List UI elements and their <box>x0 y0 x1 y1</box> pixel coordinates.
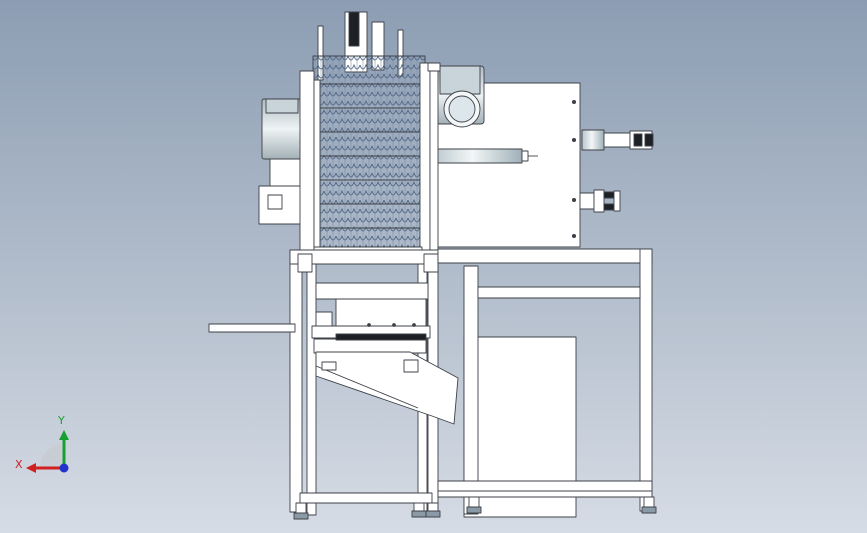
x-axis-label: X <box>15 458 23 471</box>
comb-stack <box>312 11 426 253</box>
extension-frame <box>437 248 653 515</box>
left-rod <box>208 323 296 333</box>
leveling-feet <box>293 496 657 520</box>
axis-triad <box>26 430 69 473</box>
guide-rod <box>431 148 523 164</box>
left-gearbox <box>258 98 304 225</box>
upper-actuator <box>581 129 654 151</box>
left-side-plate <box>299 70 321 256</box>
right-side-plate <box>419 62 441 256</box>
y-axis-label: Y <box>58 414 65 427</box>
lower-gripper <box>579 189 621 213</box>
discharge-chute <box>315 351 459 425</box>
conveyor-tray <box>311 282 431 354</box>
drive-motor <box>435 65 485 128</box>
